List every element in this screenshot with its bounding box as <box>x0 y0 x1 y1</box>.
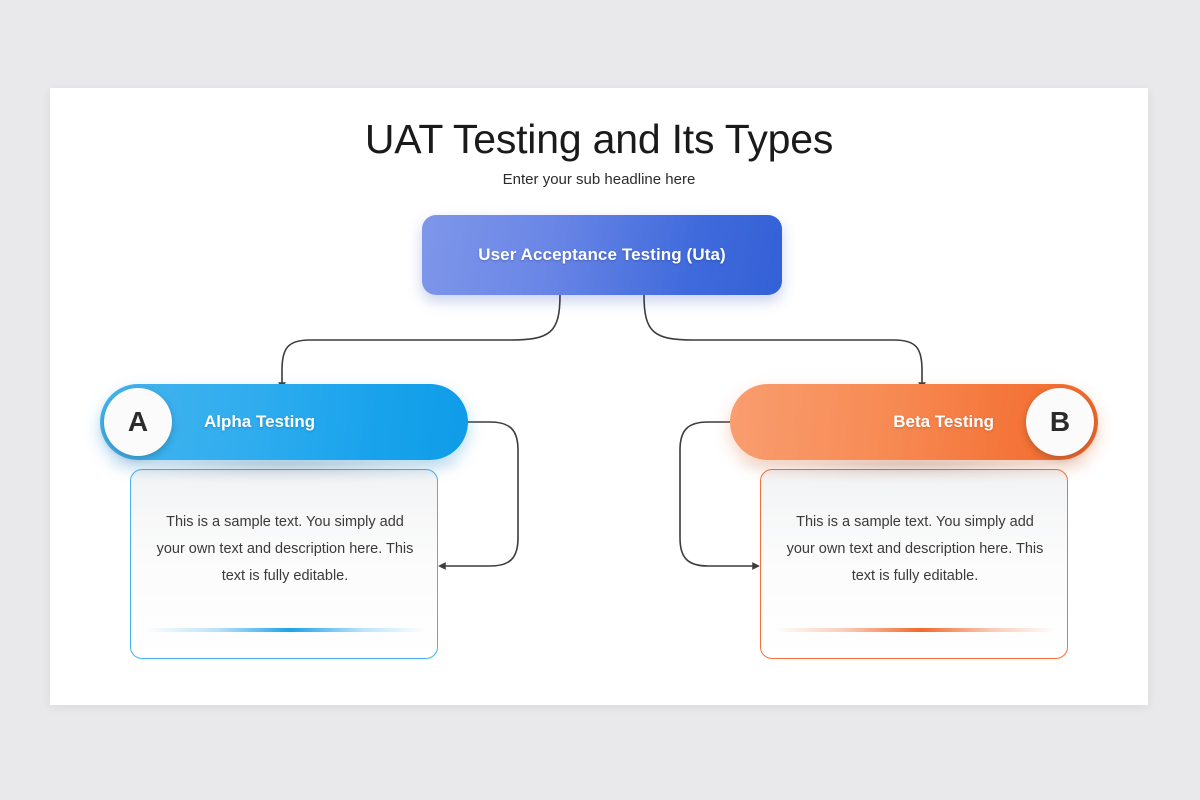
slide-canvas: UAT Testing and Its Types Enter your sub… <box>50 88 1148 705</box>
root-node-user-acceptance-testing[interactable]: User Acceptance Testing (Uta) <box>422 215 782 295</box>
branch-beta-description: This is a sample text. You simply add yo… <box>786 514 1044 584</box>
branch-beta-pill-shadow <box>738 460 1090 482</box>
connector-root-to-alpha <box>278 294 561 390</box>
branch-alpha-testing[interactable]: This is a sample text. You simply add yo… <box>100 384 468 674</box>
branch-alpha-accent-bar <box>145 628 425 632</box>
branch-beta-badge: B <box>1026 388 1094 456</box>
branch-beta-label: Beta Testing <box>893 412 994 431</box>
branch-alpha-description: This is a sample text. You simply add yo… <box>156 514 414 584</box>
root-node-label: User Acceptance Testing (Uta) <box>478 245 726 264</box>
branch-alpha-label: Alpha Testing <box>204 412 316 431</box>
branch-alpha-card: This is a sample text. You simply add yo… <box>130 469 438 659</box>
branch-alpha-badge: A <box>104 388 172 456</box>
page-subtitle: Enter your sub headline here <box>502 171 696 188</box>
branch-beta-testing[interactable]: This is a sample text. You simply add yo… <box>730 384 1098 674</box>
branch-beta-accent-bar <box>775 628 1055 632</box>
connector-root-to-beta <box>643 294 926 390</box>
branch-alpha-pill-shadow <box>108 460 460 482</box>
page-title: UAT Testing and Its Types <box>364 116 834 162</box>
branch-beta-card: This is a sample text. You simply add yo… <box>760 469 1068 659</box>
